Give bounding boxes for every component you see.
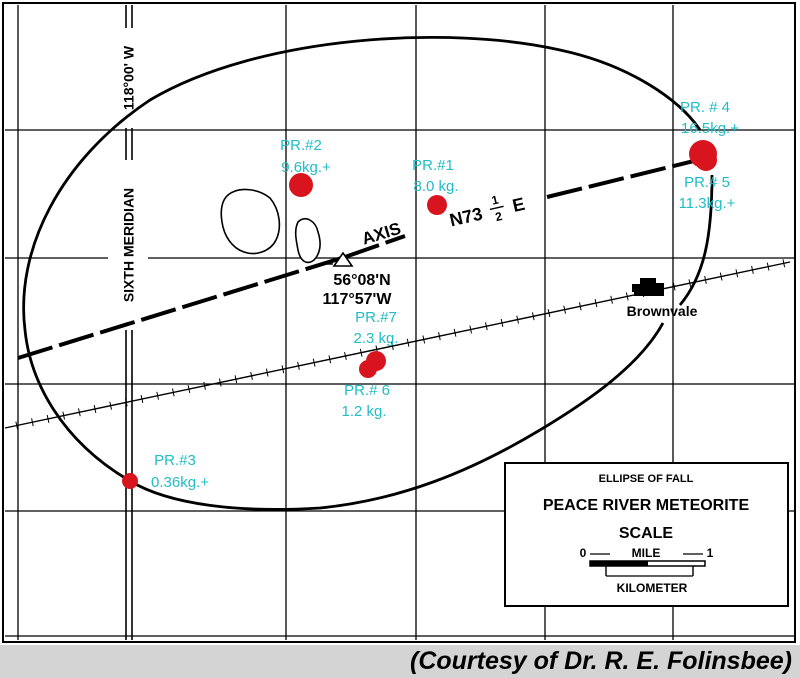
find-pr1-mass: 8.0 kg. — [413, 178, 458, 195]
bearing-suffix: E — [511, 194, 527, 216]
rail-tie — [312, 358, 316, 367]
find-pr1-name: PR.#1 — [412, 157, 454, 174]
scale-mile-label: MILE — [632, 546, 661, 560]
rail-tie — [297, 361, 300, 370]
find-pr2-mass: 9.6kg.+ — [281, 159, 331, 176]
rail-tie — [625, 292, 629, 301]
lake-small — [294, 217, 321, 264]
rail-tie — [78, 408, 81, 417]
rail-tie — [15, 421, 19, 430]
rail-tie — [719, 272, 723, 281]
center-triangle-icon — [332, 251, 354, 267]
find-dot-pr7 — [366, 351, 386, 371]
rail-tie — [579, 302, 582, 311]
rail-tie — [688, 279, 692, 288]
bearing-numerator: 1 — [490, 192, 500, 207]
scale-km-label: KILOMETER — [617, 581, 688, 595]
rail-tie — [485, 322, 488, 331]
rail-tie — [438, 332, 441, 341]
map-frame: 118°00' W SIXTH MERIDIAN AXIS N73 1 2 E … — [2, 2, 796, 643]
find-pr5-mass: 11.3kg.+ — [679, 195, 736, 212]
strewn-field-map: 118°00' W SIXTH MERIDIAN AXIS N73 1 2 E … — [2, 2, 796, 643]
find-dot-pr3 — [122, 473, 138, 489]
bearing-denominator: 2 — [494, 209, 504, 224]
find-labels: PR.#1 8.0 kg. PR.#2 9.6kg.+ PR.#3 0.36kg… — [151, 99, 739, 491]
rail-tie — [704, 275, 707, 284]
scale-bar: 0 MILE 1 KILOMETER — [580, 546, 714, 595]
map-border — [2, 2, 796, 643]
rail-tie — [469, 325, 472, 334]
find-pr6-mass: 1.2 kg. — [341, 403, 386, 420]
find-pr2-name: PR.#2 — [280, 137, 322, 154]
find-pr5-name: PR.# 5 — [684, 174, 730, 191]
ellipse-axis — [17, 157, 703, 360]
axis-label: AXIS — [360, 219, 404, 249]
find-pr7-name: PR.#7 — [355, 309, 397, 326]
rail-tie — [563, 305, 566, 314]
find-dot-pr2 — [289, 173, 313, 197]
rail-tie — [93, 404, 97, 414]
rail-tie — [218, 378, 222, 387]
find-dot-pr5 — [695, 149, 717, 171]
rail-tie — [532, 312, 535, 321]
rail-tie — [46, 414, 50, 423]
rail-tie — [62, 411, 65, 420]
scale-mile-zero: 0 — [580, 546, 587, 560]
rail-tie — [172, 388, 175, 397]
rail-tie — [547, 308, 551, 318]
rail-tie — [453, 328, 457, 337]
center-lon: 117°57'W — [323, 291, 393, 308]
find-pr7-mass: 2.3 kg. — [353, 330, 398, 347]
rail-tie — [344, 351, 347, 361]
rail-tie — [31, 418, 34, 427]
rail-tie — [156, 391, 159, 400]
longitude-label: 118°00' W — [121, 45, 137, 110]
rail-tie — [594, 298, 598, 308]
rail-tie — [735, 269, 739, 278]
rail-tie — [203, 381, 206, 390]
legend-title: PEACE RIVER METEORITE — [543, 497, 750, 514]
bearing-prefix: N73 — [448, 204, 485, 231]
meridian-label: SIXTH MERIDIAN — [121, 188, 137, 302]
legend-scale-label: SCALE — [619, 525, 674, 542]
rail-tie — [766, 262, 770, 271]
legend-subtitle: ELLIPSE OF FALL — [599, 473, 694, 485]
find-pr3-name: PR.#3 — [154, 452, 196, 469]
rail-tie — [140, 394, 144, 404]
rail-tie — [782, 259, 786, 268]
lake-large — [220, 188, 281, 255]
rail-tie — [406, 338, 410, 347]
rail-tie — [516, 315, 519, 324]
caption-bar: (Courtesy of Dr. R. E. Folinsbee) — [0, 645, 800, 678]
rail-tie — [187, 385, 191, 394]
rail-tie — [500, 318, 504, 327]
town-marker-icon — [632, 278, 664, 296]
photo-credit: (Courtesy of Dr. R. E. Folinsbee) — [410, 647, 792, 675]
fall-ellipse — [22, 36, 702, 483]
rail-tie — [125, 398, 128, 407]
rail-tie — [610, 295, 613, 304]
find-pr4-mass: 16.5kg.+ — [681, 120, 739, 137]
rail-tie — [422, 335, 426, 344]
find-dots — [122, 140, 717, 489]
rail-tie — [265, 368, 269, 377]
rail-tie — [328, 355, 332, 364]
rail-tie — [250, 371, 253, 380]
legend-box: ELLIPSE OF FALL PEACE RIVER METEORITE SC… — [504, 462, 789, 607]
rail-tie — [391, 342, 394, 351]
rail-tie — [359, 348, 363, 357]
rail-tie — [672, 282, 676, 291]
rail-tie — [109, 401, 112, 410]
center-lat: 56°08'N — [333, 272, 390, 289]
rail-tie — [751, 265, 754, 274]
find-pr4-name: PR. # 4 — [680, 99, 730, 116]
find-pr3-mass: 0.36kg.+ — [151, 474, 209, 491]
find-pr6-name: PR.# 6 — [344, 382, 390, 399]
find-dot-pr1 — [427, 195, 447, 215]
scale-mile-one: 1 — [707, 546, 714, 560]
rail-tie — [234, 375, 238, 384]
town-label: Brownvale — [627, 303, 698, 319]
rail-tie — [281, 365, 285, 374]
